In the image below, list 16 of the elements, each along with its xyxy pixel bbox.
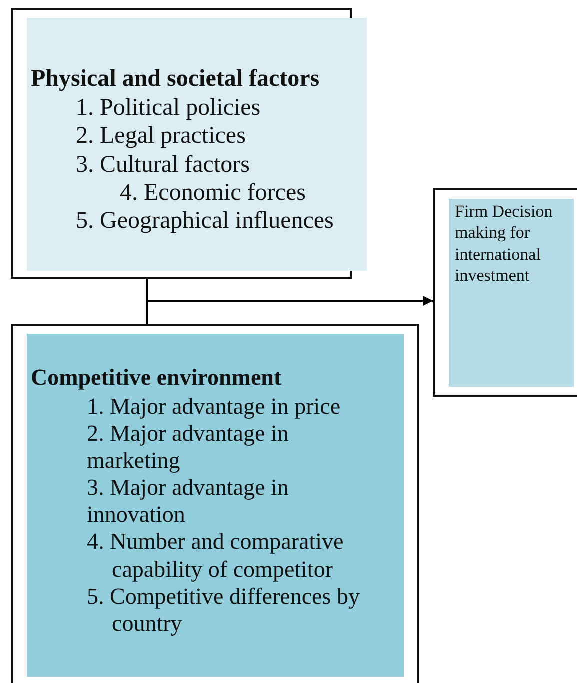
text-box bbox=[449, 199, 574, 387]
box-text: Firm Decision making for international investment bbox=[455, 201, 554, 286]
connector-arrow bbox=[146, 296, 433, 324]
box-heading: Physical and societal factors bbox=[31, 65, 321, 94]
list-item: 1. Political policies bbox=[76, 94, 262, 122]
list-item: 3. Major advantage in innovation bbox=[86, 474, 290, 528]
list-item: 2. Major advantage in marketing bbox=[86, 420, 290, 474]
list-item: 5. Geographical influences bbox=[76, 207, 335, 236]
list-item: 5. Competitive differences by country bbox=[86, 582, 361, 637]
list-item: 4. Number and comparative capability of competitor bbox=[86, 528, 345, 583]
list-item: 4. Economic forces bbox=[119, 178, 307, 208]
list-item: 3. Cultural factors bbox=[76, 150, 251, 179]
frame-box bbox=[433, 188, 577, 397]
list-item: 2. Legal practices bbox=[76, 122, 247, 151]
box-heading: Competitive environment bbox=[31, 364, 283, 392]
list-item: 1. Major advantage in price bbox=[86, 392, 342, 420]
